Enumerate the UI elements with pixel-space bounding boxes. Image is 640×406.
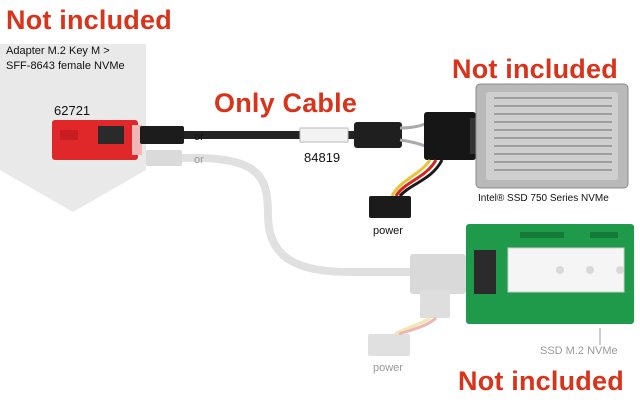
not-included-top-left: Not included <box>6 5 172 35</box>
power-label-2: power <box>373 362 403 374</box>
cable-part-number: 84819 <box>304 150 341 165</box>
main-cable <box>140 112 478 160</box>
adapter-description-line1: Adapter M.2 Key M > <box>6 45 110 57</box>
power-connector-1 <box>369 159 444 218</box>
power-label-1: power <box>373 225 403 237</box>
not-included-bottom-right: Not included <box>458 366 624 396</box>
adapter-description-line2: SFF-8643 female NVMe <box>6 60 125 72</box>
intel-ssd-drive <box>475 83 629 189</box>
intel-ssd-label: Intel® SSD 750 Series NVMe <box>478 193 609 204</box>
alt-cable-faded <box>146 150 466 356</box>
or-label-2: or <box>194 154 204 166</box>
adapter-part-number: 62721 <box>54 103 91 118</box>
m2-ssd-board <box>466 224 634 324</box>
or-label-1: or <box>194 131 204 143</box>
headline-only-cable: Only Cable <box>214 88 358 118</box>
m2-adapter-board <box>52 120 142 160</box>
not-included-top-right: Not included <box>452 54 618 84</box>
ssd-m2-label: SSD M.2 NVMe <box>540 345 618 357</box>
